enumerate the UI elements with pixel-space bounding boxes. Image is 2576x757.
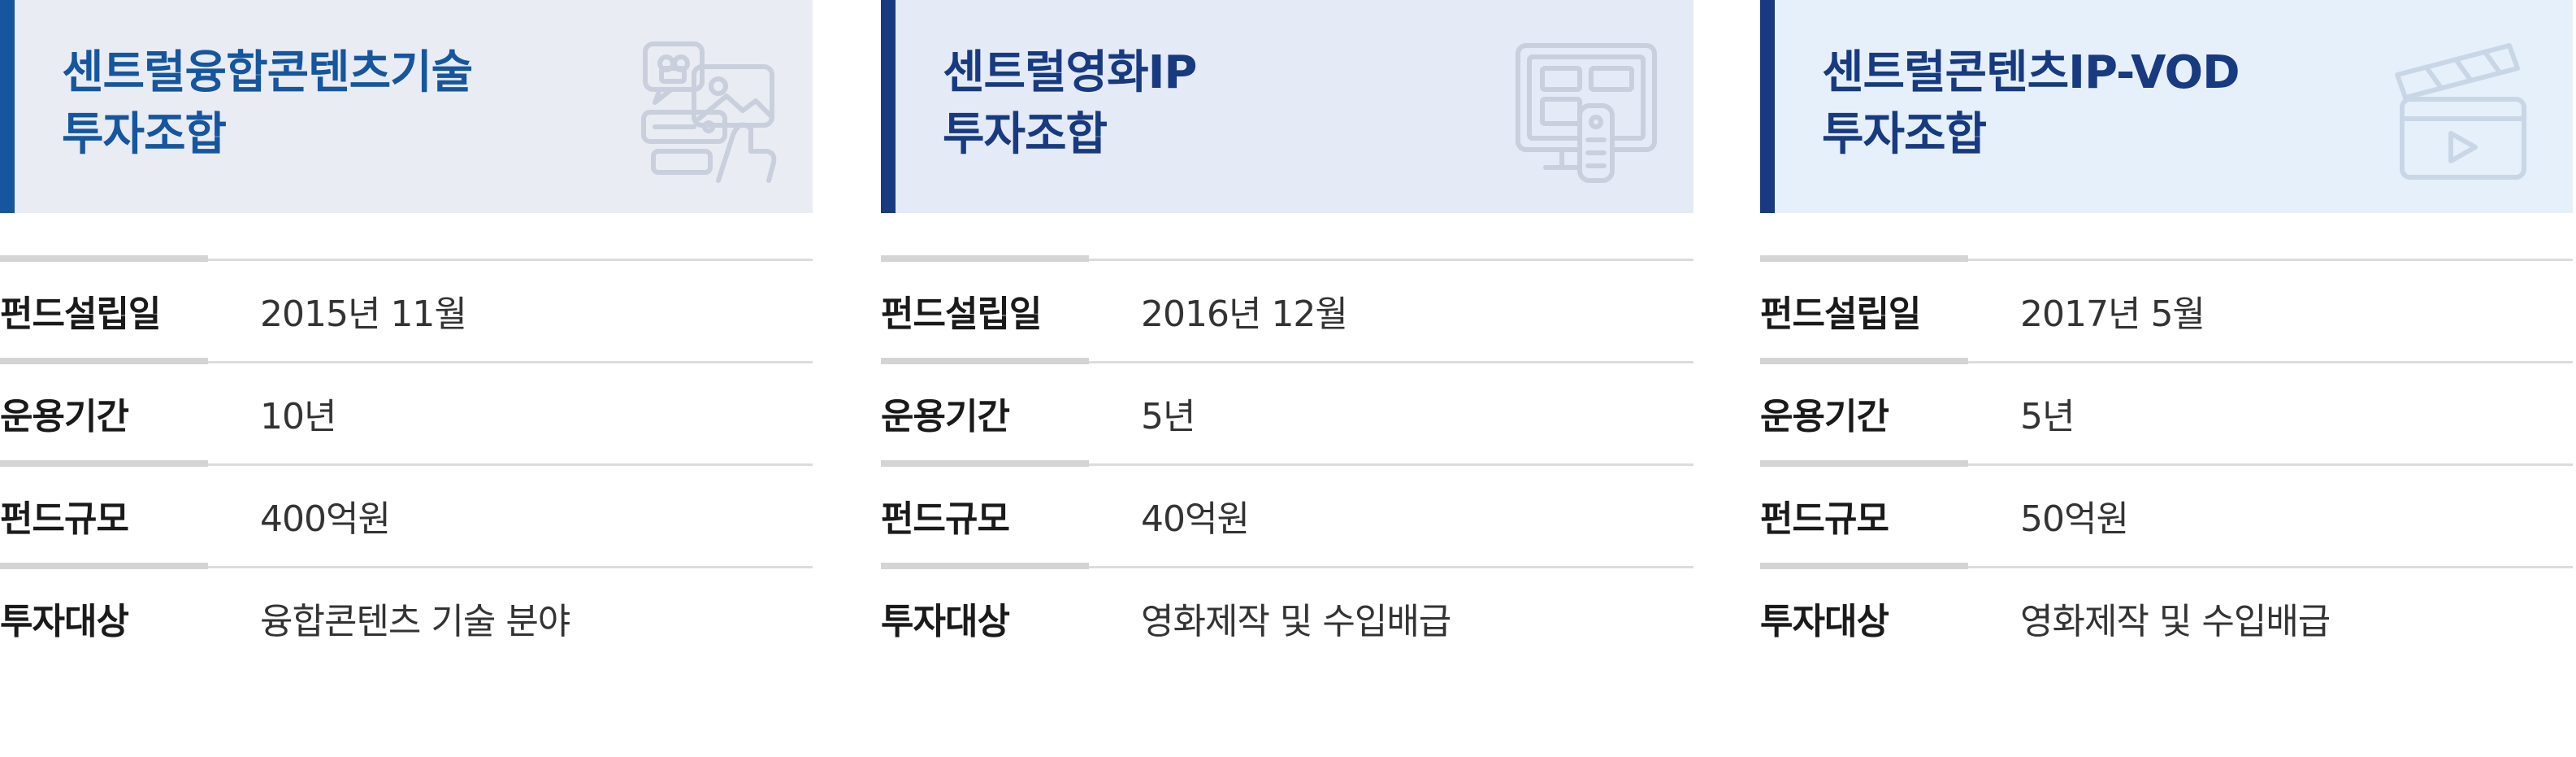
row-value: 융합콘텐츠 기술 분야 [260, 601, 570, 642]
row-label: 운용기간 [0, 396, 129, 437]
row-label: 펀드규모 [1760, 498, 1889, 540]
fund-info-list: 펀드설립일 2016년 12월 운용기간 5년 펀드규모 40억원 투자대상 영… [881, 255, 1693, 668]
fund-title-line2: 투자조합 [1822, 108, 1987, 161]
fund-card-header: 센트럴콘텐츠IP-VOD 투자조합 [1760, 0, 2573, 213]
list-item: 펀드규모 50억원 [1760, 460, 2573, 566]
row-label: 투자대상 [881, 601, 1010, 642]
clapperboard-play-icon [2387, 37, 2534, 184]
list-item: 펀드규모 40억원 [881, 460, 1693, 566]
fund-title-line1: 센트럴융합콘텐츠기술 [62, 46, 473, 99]
fund-card: 센트럴융합콘텐츠기술 투자조합 펀드설립일 201 [0, 0, 813, 668]
fund-title: 센트럴융합콘텐츠기술 투자조합 [62, 42, 813, 166]
list-item: 운용기간 5년 [881, 358, 1693, 463]
fund-card: 센트럴콘텐츠IP-VOD 투자조합 펀드설립일 2017년 5월 운용기간 5년… [1760, 0, 2573, 668]
row-value: 50억원 [2020, 498, 2129, 540]
list-item: 운용기간 5년 [1760, 358, 2573, 463]
fund-card: 센트럴영화IP 투자조합 펀드설립일 2016년 12월 운용기간 5년 [881, 0, 1693, 668]
row-label: 펀드설립일 [0, 294, 161, 335]
fund-info-list: 펀드설립일 2017년 5월 운용기간 5년 펀드규모 50억원 투자대상 영화… [1760, 255, 2573, 668]
fund-title-line1: 센트럴영화IP [943, 46, 1197, 99]
fund-title-line2: 투자조합 [943, 108, 1108, 161]
fund-title: 센트럴영화IP 투자조합 [943, 42, 1693, 166]
row-label: 펀드규모 [0, 498, 129, 540]
list-item: 펀드설립일 2016년 12월 [881, 255, 1693, 361]
list-item: 운용기간 10년 [0, 358, 813, 463]
row-value: 40억원 [1141, 498, 1250, 540]
row-value: 5년 [2020, 396, 2075, 437]
fund-title: 센트럴콘텐츠IP-VOD 투자조합 [1822, 42, 2573, 166]
row-value: 2016년 12월 [1141, 294, 1348, 335]
tv-remote-icon [1513, 37, 1659, 184]
row-label: 운용기간 [881, 396, 1010, 437]
fund-info-list: 펀드설립일 2015년 11월 운용기간 10년 펀드규모 400억원 투자대상… [0, 255, 813, 668]
row-value: 2015년 11월 [260, 294, 467, 335]
row-label: 투자대상 [1760, 601, 1889, 642]
row-value: 5년 [1141, 396, 1195, 437]
row-label: 투자대상 [0, 601, 129, 642]
fund-card-header: 센트럴영화IP 투자조합 [881, 0, 1693, 213]
row-label: 펀드규모 [881, 498, 1010, 540]
row-label: 펀드설립일 [881, 294, 1042, 335]
list-item: 펀드규모 400억원 [0, 460, 813, 566]
fund-card-header: 센트럴융합콘텐츠기술 투자조합 [0, 0, 813, 213]
row-label: 펀드설립일 [1760, 294, 1921, 335]
row-label: 운용기간 [1760, 396, 1889, 437]
list-item: 펀드설립일 2017년 5월 [1760, 255, 2573, 361]
list-item: 투자대상 융합콘텐츠 기술 분야 [0, 563, 813, 668]
list-item: 투자대상 영화제작 및 수입배급 [1760, 563, 2573, 668]
fund-title-line1: 센트럴콘텐츠IP-VOD [1822, 46, 2240, 99]
list-item: 투자대상 영화제작 및 수입배급 [881, 563, 1693, 668]
row-value: 400억원 [260, 498, 391, 540]
row-value: 10년 [260, 396, 336, 437]
list-item: 펀드설립일 2015년 11월 [0, 255, 813, 361]
fund-title-line2: 투자조합 [62, 108, 227, 161]
row-value: 영화제작 및 수입배급 [2020, 601, 2331, 642]
row-value: 영화제작 및 수입배급 [1141, 601, 1451, 642]
media-content-icon [637, 37, 783, 184]
row-value: 2017년 5월 [2020, 294, 2205, 335]
